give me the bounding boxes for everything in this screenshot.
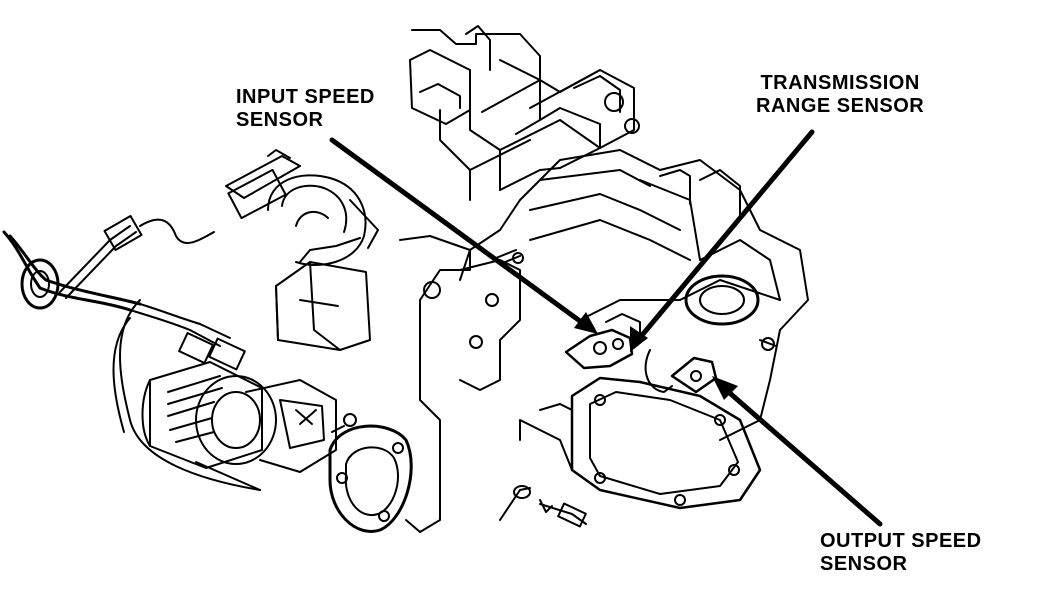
input-speed-sensor xyxy=(564,313,641,370)
transmission-pan xyxy=(519,376,762,510)
output-speed-sensor-label: OUTPUT SPEED SENSOR xyxy=(820,530,982,576)
leader-arrows xyxy=(329,129,883,527)
output-speed-sensor-label-line1: OUTPUT SPEED xyxy=(820,530,982,552)
transmission-range-sensor-label-line1: TRANSMISSION xyxy=(760,72,920,94)
input-speed-sensor-label: INPUT SPEED SENSOR xyxy=(236,86,375,132)
output-speed-sensor-label-line2: SENSOR xyxy=(820,553,908,575)
input-speed-sensor-label-line2: SENSOR xyxy=(236,109,324,131)
transmission-range-sensor-label-line2: RANGE SENSOR xyxy=(756,95,925,117)
actuator-housing xyxy=(225,149,379,351)
transmission-case xyxy=(459,149,809,441)
arrowheads xyxy=(574,312,738,400)
engine-block xyxy=(409,25,640,201)
flywheel-cover xyxy=(328,424,413,533)
ground-strap xyxy=(499,485,587,528)
transmission-range-sensor-label: TRANSMISSION RANGE SENSOR xyxy=(756,72,924,118)
starter-motor xyxy=(141,361,357,491)
input-sensor-arrow xyxy=(329,137,587,327)
output-sensor-arrowhead xyxy=(712,376,738,400)
input-sensor-arrowhead xyxy=(574,312,598,334)
input-speed-sensor-label-line1: INPUT SPEED xyxy=(236,86,375,108)
wiring-harness xyxy=(2,214,261,491)
mounting-plate xyxy=(399,235,524,533)
transmission-range-sensor-arrowhead xyxy=(630,326,648,352)
transmission-range-sensor-arrow xyxy=(635,129,815,343)
output-speed-sensor xyxy=(644,349,718,394)
output-sensor-arrow xyxy=(721,385,883,527)
